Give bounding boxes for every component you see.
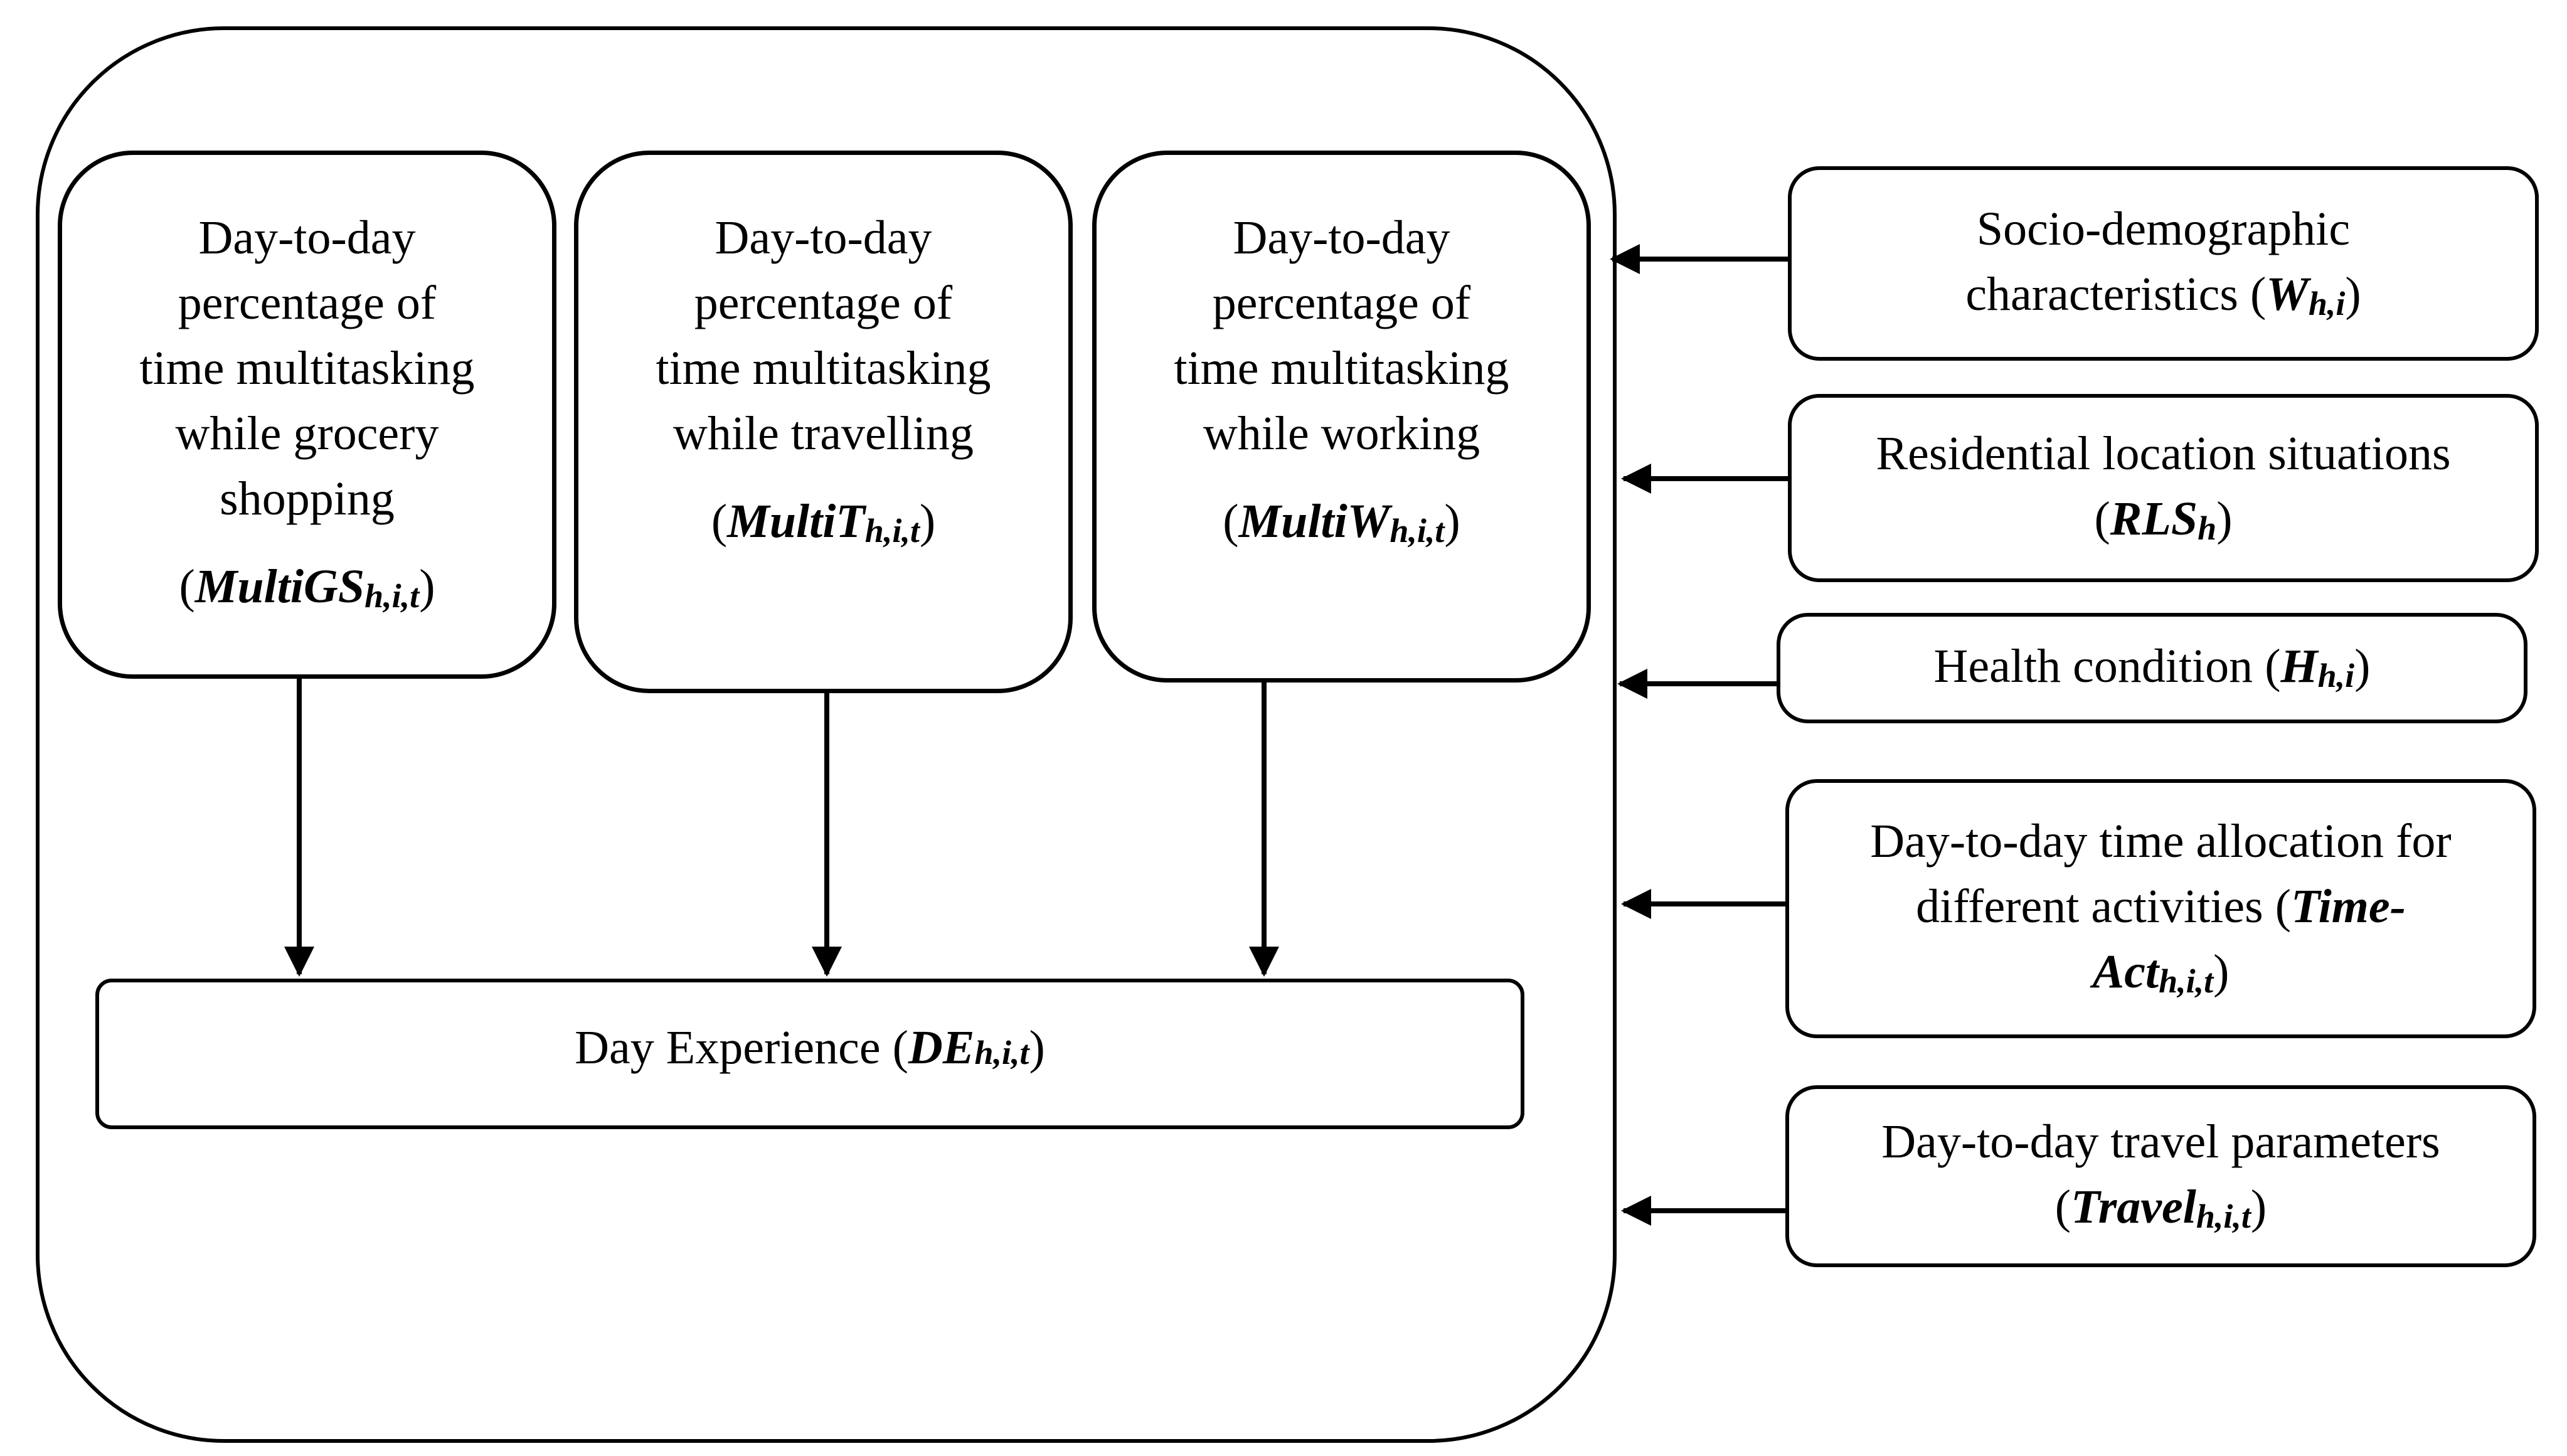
- box-health-condition: Health condition (Hh,i): [1777, 613, 2527, 723]
- variable-subscript: h: [2198, 509, 2217, 547]
- box-line: Day-to-day: [715, 211, 932, 264]
- box-line: Day-to-day travel parameters: [1881, 1115, 2440, 1168]
- box-line: shopping: [220, 472, 395, 525]
- box-socio-demographic: Socio-demographic characteristics (Wh,i): [1788, 166, 2539, 361]
- variable-subscript: h,i,t: [364, 577, 420, 615]
- box-travel-parameters: Day-to-day travel parameters (Travelh,i,…: [1785, 1085, 2536, 1267]
- box-line: Day-to-day: [1233, 211, 1450, 264]
- variable-subscript: h,i,t: [974, 1034, 1029, 1071]
- box-line: Socio-demographic: [1976, 202, 2351, 255]
- variable-code: (MultiWh,i,t): [1223, 495, 1460, 550]
- box-multitasking-travelling: Day-to-day percentage of time multitaski…: [574, 151, 1073, 693]
- box-line: Day-to-day: [198, 211, 416, 264]
- box-multitasking-grocery-shopping: Day-to-day percentage of time multitaski…: [58, 151, 556, 679]
- variable-symbol: Time-: [2291, 880, 2406, 933]
- box-line: Acth,i,t): [2092, 945, 2230, 1000]
- box-multitasking-working: Day-to-day percentage of time multitaski…: [1092, 151, 1591, 683]
- box-line: percentage of: [178, 277, 437, 329]
- variable-subscript: h,i,t: [2196, 1197, 2251, 1235]
- variable-code: (MultiGSh,i,t): [179, 560, 435, 615]
- model-boundary: [36, 26, 1617, 1443]
- box-line: Residential location situations: [1876, 427, 2451, 480]
- box-line: time multitasking: [139, 342, 475, 395]
- variable-symbol: W: [2266, 267, 2309, 321]
- box-line: while travelling: [672, 407, 974, 460]
- variable-subscript: h,i,t: [1390, 512, 1445, 550]
- variable-symbol: Act: [2092, 945, 2159, 998]
- box-line-text: different activities: [1916, 880, 2263, 933]
- box-line: time multitasking: [656, 342, 991, 395]
- variable-symbol: MultiGS: [194, 560, 365, 613]
- variable-code: (Travelh,i,t): [2054, 1180, 2267, 1235]
- variable-symbol: RLS: [2110, 492, 2198, 545]
- box-line: time multitasking: [1174, 342, 1509, 395]
- box-line: different activities (Time-: [1916, 880, 2406, 933]
- box-line: characteristics (Wh,i): [1965, 267, 2361, 322]
- outcome-label: Day Experience: [575, 1021, 881, 1074]
- box-line: while grocery: [175, 407, 439, 460]
- box-residential-location: Residential location situations (RLSh): [1788, 394, 2539, 582]
- variable-code: (MultiTh,i,t): [711, 495, 936, 550]
- variable-subscript: h,i,t: [2159, 962, 2214, 1000]
- variable-subscript: h,i,t: [864, 512, 920, 550]
- box-time-allocation: Day-to-day time allocation for different…: [1785, 779, 2536, 1038]
- box-line: Health condition (Hh,i): [1933, 639, 2371, 694]
- variable-subscript: h,i: [2317, 656, 2355, 694]
- box-line: while working: [1203, 407, 1480, 460]
- variable-symbol: MultiW: [1238, 495, 1390, 548]
- box-line-text: characteristics: [1965, 267, 2238, 321]
- box-line-text: Health condition: [1933, 639, 2253, 693]
- variable-symbol: MultiT: [727, 495, 865, 548]
- box-line: percentage of: [694, 277, 953, 329]
- variable-symbol: H: [2280, 639, 2318, 693]
- variable-symbol: DE: [908, 1021, 975, 1074]
- variable-symbol: Travel: [2071, 1180, 2196, 1233]
- box-line: Day-to-day time allocation for: [1870, 815, 2452, 868]
- variable-subscript: h,i: [2308, 284, 2346, 322]
- box-line: percentage of: [1212, 277, 1471, 329]
- variable-code: (RLSh): [2094, 492, 2233, 547]
